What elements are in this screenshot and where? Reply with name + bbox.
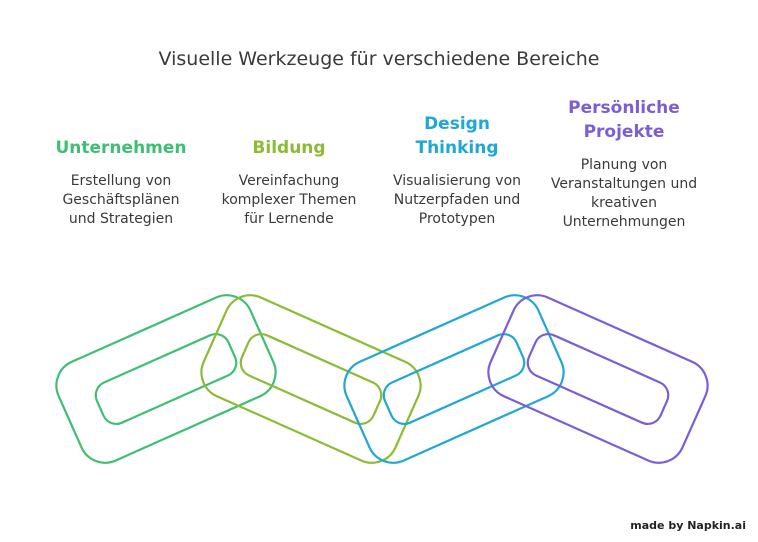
- column-unternehmen: Unternehmen Erstellung von Geschäftsplän…: [36, 112, 206, 229]
- desc-line: Planung von: [580, 157, 668, 173]
- link-outer: [200, 294, 422, 464]
- column-design-thinking: Design Thinking Visualisierung von Nutze…: [372, 112, 542, 229]
- desc-line: Veranstaltungen und: [550, 176, 698, 192]
- page-title: Visuelle Werkzeuge für verschiedene Bere…: [158, 48, 600, 70]
- desc-line: und Strategien: [68, 211, 174, 227]
- chain-link-unternehmen: [55, 294, 277, 464]
- heading-line: Persönliche: [568, 98, 680, 118]
- link-inner: [239, 333, 383, 425]
- desc-line: Geschäftsplänen: [62, 192, 180, 208]
- chain-link-design-thinking: [343, 294, 565, 464]
- chain-link-persoenliche-projekte: [487, 294, 709, 464]
- desc-line: komplexer Themen: [221, 192, 357, 208]
- desc-line: für Lernende: [244, 211, 334, 227]
- heading-line: Projekte: [583, 122, 665, 142]
- heading-line: Thinking: [415, 138, 499, 158]
- heading-persoenliche-projekte: Persönliche Projekte: [539, 96, 709, 144]
- chain-link-bildung: [200, 294, 422, 464]
- desc-persoenliche-projekte: Planung von Veranstaltungen und kreative…: [539, 156, 709, 232]
- link-inner: [94, 333, 238, 425]
- desc-bildung: Vereinfachung komplexer Themen für Lerne…: [204, 172, 374, 229]
- desc-unternehmen: Erstellung von Geschäftsplänen und Strat…: [36, 172, 206, 229]
- heading-line: Design: [424, 114, 490, 134]
- desc-line: Unternehmungen: [562, 214, 686, 230]
- desc-line: Erstellung von: [70, 173, 172, 189]
- column-persoenliche-projekte: Persönliche Projekte Planung von Veranst…: [539, 96, 709, 232]
- desc-line: Prototypen: [418, 211, 496, 227]
- desc-line: Nutzerpfaden und: [393, 192, 521, 208]
- desc-line: Vereinfachung: [238, 173, 340, 189]
- heading-design-thinking: Design Thinking: [372, 112, 542, 160]
- desc-design-thinking: Visualisierung von Nutzerpfaden und Prot…: [372, 172, 542, 229]
- desc-line: Visualisierung von: [392, 173, 522, 189]
- column-bildung: Bildung Vereinfachung komplexer Themen f…: [204, 112, 374, 229]
- desc-line: kreativen: [591, 195, 657, 211]
- link-inner: [382, 333, 526, 425]
- heading-bildung: Bildung: [252, 138, 326, 158]
- link-outer: [343, 294, 565, 464]
- link-inner: [526, 333, 670, 425]
- link-outer: [55, 294, 277, 464]
- heading-unternehmen: Unternehmen: [55, 138, 187, 158]
- credit-label: made by Napkin.ai: [630, 519, 746, 532]
- link-outer: [487, 294, 709, 464]
